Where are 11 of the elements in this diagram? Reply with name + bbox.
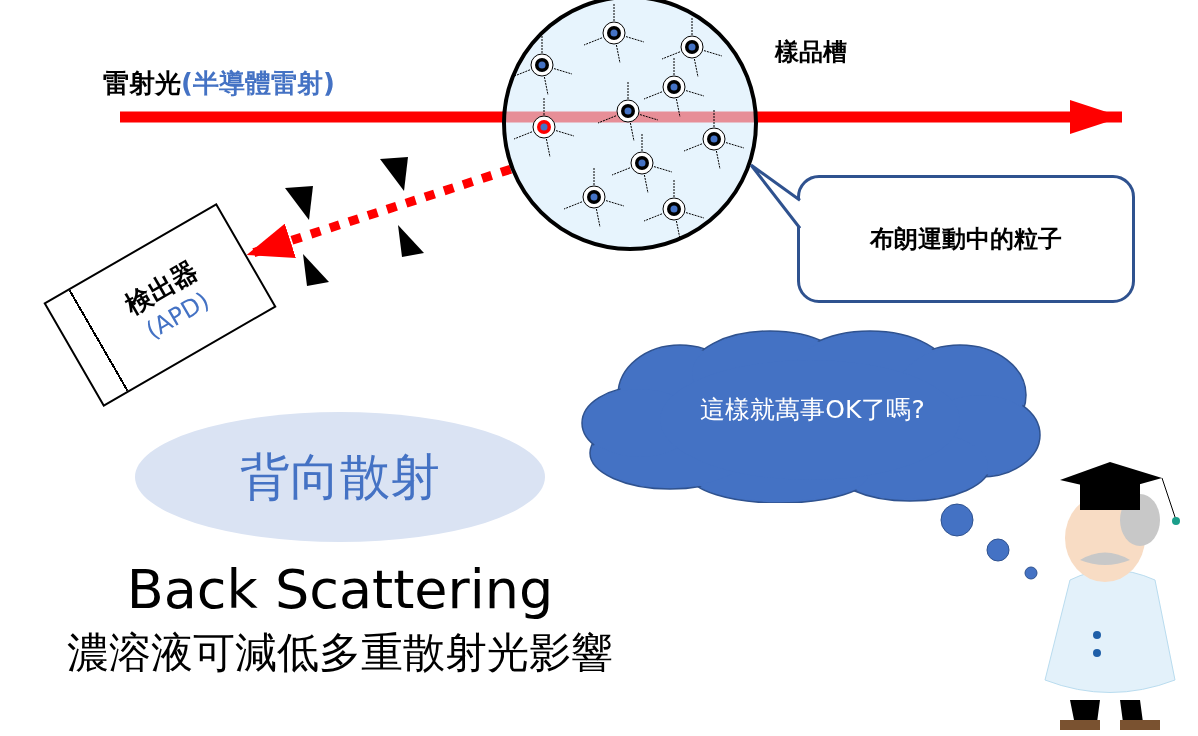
- thought-text: 這樣就萬事OK了嗎?: [700, 393, 925, 426]
- laser-label: 雷射光: [103, 67, 181, 100]
- note-text: 濃溶液可減低多重散射光影響: [67, 627, 613, 679]
- sample-cell-label: 樣品槽: [775, 37, 847, 68]
- callout-pointer: [749, 163, 802, 230]
- callout-text: 布朗運動中的粒子: [870, 224, 1062, 255]
- ellipse-title: 背向散射: [240, 446, 440, 508]
- english-title: Back Scattering: [126, 557, 554, 623]
- scattered-light-arrow: [245, 164, 513, 260]
- laser-type-label: (半導體雷射): [181, 67, 335, 100]
- callout-box: [797, 175, 1135, 303]
